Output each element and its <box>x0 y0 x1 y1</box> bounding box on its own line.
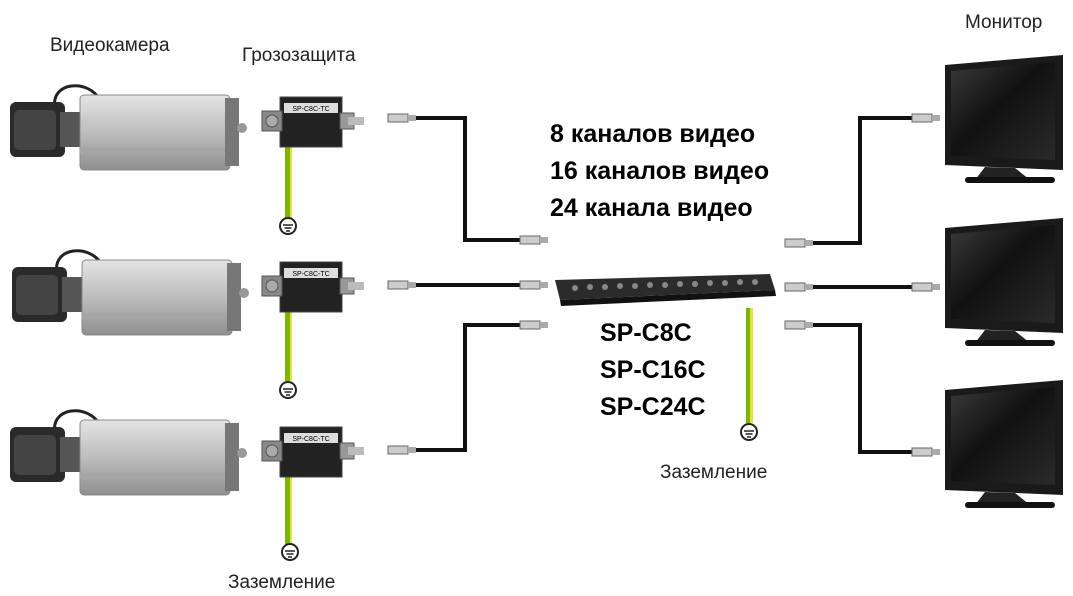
bnc-connector <box>519 235 549 245</box>
camera-label: Видеокамера <box>50 35 170 56</box>
surge-protector-2 <box>261 261 365 313</box>
monitor-3 <box>945 380 1063 508</box>
channels-line-2: 16 каналов видео <box>550 157 770 185</box>
bnc-connector <box>519 320 549 330</box>
bnc-connector <box>911 282 941 292</box>
model-line-1: SP-C8C <box>600 319 692 347</box>
ground-wire-3 <box>285 470 292 546</box>
model-line-3: SP-C24C <box>600 393 706 421</box>
camera-1 <box>8 84 249 172</box>
monitor-label: Монитор <box>965 12 1043 33</box>
ground-label-right: Заземление <box>660 462 768 483</box>
channels-line-3: 24 канала видео <box>550 194 753 222</box>
bnc-connector <box>911 113 941 123</box>
ground-icon-3 <box>281 543 299 561</box>
surge-protector-label: Грозозащита <box>242 45 356 66</box>
bnc-connector <box>784 238 814 248</box>
bnc-connector <box>387 113 417 123</box>
input-cables <box>415 116 525 452</box>
bnc-connector <box>784 282 814 292</box>
monitor-2 <box>945 218 1063 346</box>
surge-protector-1 <box>261 96 365 148</box>
channels-line-1: 8 каналов видео <box>550 120 756 148</box>
monitor-1 <box>945 55 1063 183</box>
rack-panel <box>555 274 776 306</box>
channels-block: 8 каналов видео 16 каналов видео 24 кана… <box>550 116 769 227</box>
ground-icon-2 <box>279 381 297 399</box>
ground-label-left: Заземление <box>228 572 336 593</box>
ground-wire-panel <box>746 308 753 423</box>
camera-2 <box>10 249 251 337</box>
ground-wire-1 <box>285 138 292 218</box>
bnc-connector <box>387 280 417 290</box>
ground-icon-panel <box>740 423 758 441</box>
bnc-connector <box>387 445 417 455</box>
camera-3 <box>8 409 249 497</box>
models-block: SP-C8C SP-C16C SP-C24C <box>600 315 706 426</box>
ground-wire-2 <box>285 305 292 381</box>
bnc-connector <box>519 280 549 290</box>
surge-protector-3 <box>261 426 365 478</box>
bnc-connector <box>911 447 941 457</box>
model-line-2: SP-C16C <box>600 356 706 384</box>
bnc-connector <box>784 320 814 330</box>
output-cables <box>810 116 915 454</box>
ground-icon-1 <box>279 217 297 235</box>
